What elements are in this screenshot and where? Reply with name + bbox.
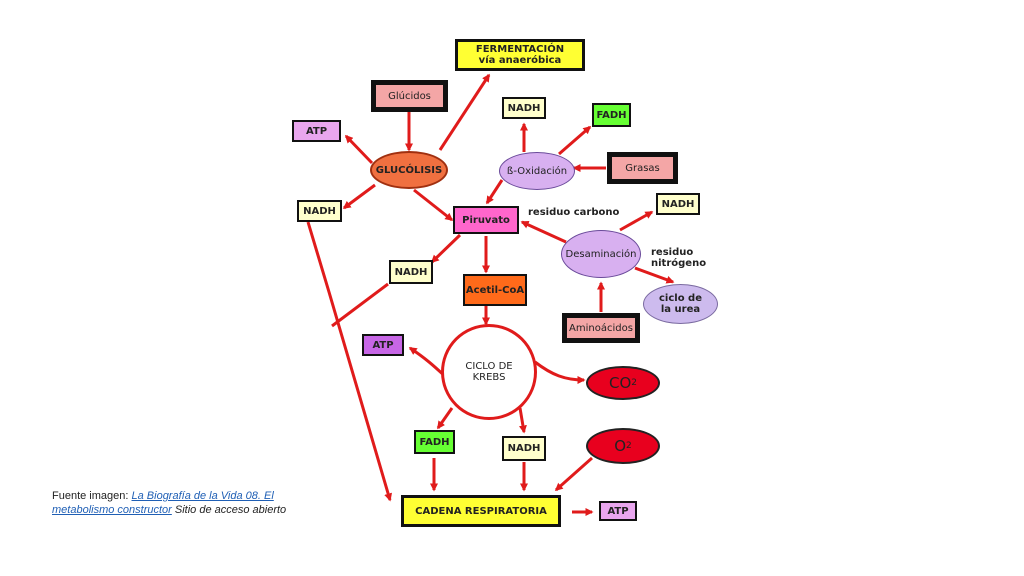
- cadena-respiratoria-box: CADENA RESPIRATORIA: [401, 495, 561, 527]
- arrow-boxidacion-fadh: [558, 125, 592, 156]
- nadh-bottom-box: NADH: [502, 436, 546, 461]
- ciclo-urea-line1: ciclo de: [658, 293, 702, 304]
- atp-final-box: ATP: [599, 501, 637, 521]
- grasas-box: Grasas: [607, 152, 678, 184]
- caption-source-link[interactable]: La Biografía de la Vida 08. El metabolis…: [52, 490, 274, 516]
- beta-oxidacion-node: ß-Oxidación: [499, 152, 575, 190]
- aminoacidos-label: Aminoácidos: [569, 322, 633, 334]
- glucolisis-node: GLUCÓLISIS: [370, 151, 448, 189]
- glucidos-box: Glúcidos: [371, 80, 448, 112]
- atp-krebs-box: ATP: [362, 334, 404, 356]
- fermentacion-label: FERMENTACIÓN: [475, 44, 565, 55]
- piruvato-label: Piruvato: [462, 214, 510, 226]
- arrow-desaminacion-urea: [634, 266, 675, 284]
- arrow-piruvato-nadh: [430, 233, 462, 264]
- fadh-top-box: FADH: [592, 103, 631, 127]
- residuo-nitrogeno-line2: nitrógeno: [651, 258, 707, 269]
- arrow-desaminacion-nadh: [619, 210, 654, 232]
- arrow-glucolisis-piruvato: [413, 188, 454, 222]
- arrow-desaminacion-piruvato: [520, 220, 567, 244]
- fadh-bottom-box: FADH: [414, 430, 455, 454]
- arrow-glucolisis-nadh: [342, 183, 376, 210]
- arrow-krebs-fadh: [436, 407, 454, 430]
- krebs-line2: KREBS: [472, 372, 506, 383]
- nadh-top-label: NADH: [507, 102, 541, 114]
- atp-left-box: ATP: [292, 120, 341, 142]
- fermentacion-box: FERMENTACIÓN vía anaeróbica: [455, 39, 585, 71]
- image-source-caption: Fuente imagen: La Biografía de la Vida 0…: [52, 489, 312, 517]
- atp-krebs-label: ATP: [372, 339, 394, 351]
- nadh-top-box: NADH: [502, 97, 546, 119]
- arrow-boxidacion-piruvato: [485, 179, 504, 205]
- fermentacion-sublabel: vía anaeróbica: [478, 55, 562, 66]
- nadh-left-label: NADH: [303, 205, 336, 217]
- co2-subscript: 2: [631, 377, 637, 388]
- nadh-mid-label: NADH: [394, 266, 428, 278]
- beta-oxidacion-label: ß-Oxidación: [506, 165, 568, 177]
- arrow-krebs-co2: [534, 360, 586, 384]
- acetil-coa-label: Acetil-CoA: [465, 284, 525, 296]
- desaminacion-node: Desaminación: [561, 230, 641, 278]
- piruvato-box: Piruvato: [453, 206, 519, 234]
- glucidos-label: Glúcidos: [388, 90, 431, 102]
- nadh-left-box: NADH: [297, 200, 342, 222]
- nadh-mid-box: NADH: [389, 260, 433, 284]
- o2-subscript: 2: [626, 440, 632, 451]
- arrow-glucolisis-atp: [344, 134, 374, 165]
- residuo-carbono-label: residuo carbono: [528, 207, 619, 218]
- desaminacion-label: Desaminación: [565, 248, 637, 260]
- fadh-top-label: FADH: [596, 109, 627, 121]
- atp-final-label: ATP: [607, 505, 629, 517]
- acetil-coa-box: Acetil-CoA: [463, 274, 527, 306]
- nadh-right-label: NADH: [661, 198, 695, 210]
- arrow-nadh-left-cadena: [306, 221, 393, 502]
- arrow-glucolisis-fermentacion: [438, 73, 491, 151]
- caption-prefix: Fuente imagen:: [52, 490, 132, 502]
- residuo-carbono-text: residuo carbono: [528, 207, 620, 218]
- atp-left-label: ATP: [305, 125, 328, 137]
- cadena-respiratoria-label: CADENA RESPIRATORIA: [415, 505, 547, 517]
- co2-label: CO: [608, 373, 632, 392]
- aminoacidos-box: Aminoácidos: [562, 313, 640, 343]
- nadh-bottom-label: NADH: [507, 443, 541, 454]
- arrow-krebs-nadh: [518, 407, 527, 434]
- glucolisis-label: GLUCÓLISIS: [375, 164, 443, 176]
- krebs-line1: CICLO DE: [465, 361, 513, 372]
- arrow-nadh-mid-join: [331, 282, 389, 328]
- o2-label: O: [614, 436, 627, 455]
- arrow-o2-cadena: [554, 456, 593, 492]
- grasas-label: Grasas: [625, 162, 660, 174]
- fadh-bottom-label: FADH: [419, 436, 450, 448]
- ciclo-urea-line2: la urea: [660, 304, 701, 315]
- krebs-cycle-node: CICLO DE KREBS: [441, 324, 537, 420]
- caption-suffix: Sitio de acceso abierto: [171, 504, 287, 516]
- residuo-nitrogeno-line1: residuo: [651, 247, 694, 258]
- residuo-nitrogeno-label: residuo nitrógeno: [651, 247, 706, 269]
- ciclo-urea-node: ciclo de la urea: [643, 284, 718, 324]
- nadh-right-box: NADH: [656, 193, 700, 215]
